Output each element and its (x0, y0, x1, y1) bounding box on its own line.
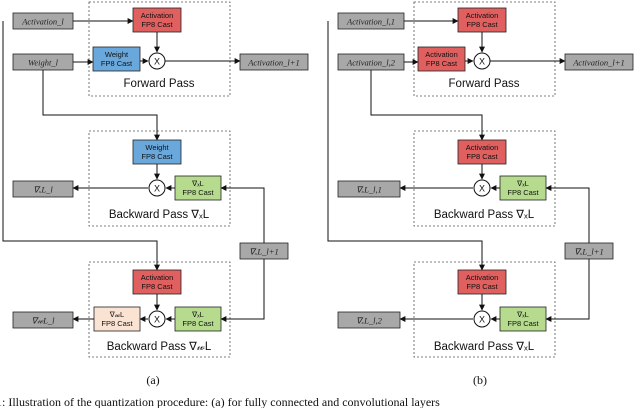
backward-x-box-b (413, 130, 556, 227)
forward-pass-title: Forward Pass (124, 78, 195, 90)
grad-x-output-label: ∇ₓL_l (33, 185, 53, 195)
weight-input-label: Weight_l (28, 58, 59, 68)
weight-fp8-cast-fwd (92, 46, 141, 72)
multiply-label-bwd2-b: X (479, 315, 485, 325)
activation-cast-bwd-w-line2: FP8 Cast (141, 282, 173, 291)
panel-a-connectors (2, 18, 265, 322)
grad-fp8-cast-bwd-x-b (499, 175, 547, 201)
grad-x2-output-label: ∇ₓL_l,2 (356, 316, 383, 326)
grad-cast-bottom-bwd2-b: FP8 Cast (507, 319, 539, 328)
activation-cast-bwd2-b-line1: Activation (466, 273, 499, 282)
activation-output-label: Activation_l+1 (247, 58, 300, 68)
activation-cast-bwd-w-line1: Activation (141, 273, 174, 282)
weight-cast-bwd-line1: Weight (145, 143, 169, 152)
activation-cast-bwd2-b-line2: FP8 Cast (466, 282, 498, 291)
grad-w-cast-bottom: FP8 Cast (101, 319, 133, 328)
backward-w-box (88, 261, 231, 358)
multiply-label-fwd: X (154, 57, 160, 67)
activation-cast-line1: Activation (141, 11, 174, 20)
multiply-label-bwd-w: X (154, 315, 160, 325)
forward-pass-box (88, 1, 231, 97)
grad-cast-top-bwd-x-b: ∇ₓL (516, 179, 529, 188)
multiply-node-bwd-x-b (473, 179, 491, 197)
multiply-node-bwd-x (148, 179, 166, 197)
weight-fp8-cast-bwd (132, 139, 182, 165)
grad-w-cast-top: ∇𝓌L (109, 310, 124, 319)
caption-a: (a) (146, 373, 159, 387)
figure-caption: 1: Illustration of the quantization proc… (0, 395, 440, 408)
activation-cast-bwd-b-line1: Activation (466, 143, 499, 152)
multiply-node-bwd2-b (473, 310, 491, 328)
activation-input-label: Activation_l (21, 17, 64, 27)
activation1-cast-line1: Activation (466, 11, 499, 20)
weight-cast-bwd-line2: FP8 Cast (141, 152, 173, 161)
activation2-input-label: Activation_l,2 (346, 58, 396, 68)
grad-cast-top-bwd2-b: ∇ₓL (516, 310, 529, 319)
activation-cast-bwd-b-line2: FP8 Cast (466, 152, 498, 161)
backward-w-title: Backward Pass ∇𝓌L (107, 341, 212, 353)
grad-in-label-b: ∇ₓL_l+1 (574, 247, 603, 257)
activation2-cast-line1: Activation (425, 50, 458, 59)
forward-pass-box-b (413, 1, 556, 97)
backward-x-title: Backward Pass ∇ₓL (109, 209, 210, 221)
activation1-fp8-cast-fwd (457, 7, 507, 33)
backward-x-box (88, 130, 231, 227)
multiply-label-bwd-x: X (154, 184, 160, 194)
grad-cast-bottom-bwd-x: FP8 Cast (182, 188, 214, 197)
backward-2-box-b (413, 261, 556, 358)
caption-b: (b) (473, 373, 487, 387)
activation-cast-line2: FP8 Cast (141, 20, 173, 29)
activation1-input-label: Activation_l,1 (346, 17, 395, 27)
forward-pass-title-b: Forward Pass (449, 78, 520, 90)
multiply-label-bwd-x-b: X (479, 184, 485, 194)
grad-cast-top-bwd-w: ∇ₓL (191, 310, 204, 319)
panel-b: Activation_l,1 Activation_l,2 Activation… (327, 1, 634, 387)
panel-b-connectors (327, 18, 590, 322)
backward-2-title-b: Backward Pass ∇ₓL (434, 341, 535, 353)
grad-w-output-label: ∇𝓌L_l (32, 316, 56, 326)
activation-fp8-cast-bwd-w (132, 269, 182, 295)
activation1-cast-line2: FP8 Cast (466, 20, 498, 29)
weight-cast-line1: Weight (105, 50, 129, 59)
backward-x-title-b: Backward Pass ∇ₓL (434, 209, 535, 221)
grad-in-label: ∇ₓL_l+1 (249, 247, 278, 257)
panel-a: Activation_l Weight_l Activation_l+1 ∇ₓL… (2, 1, 309, 387)
grad-x1-output-label: ∇ₓL_l,1 (356, 185, 382, 195)
grad-cast-top-bwd-x: ∇ₓL (191, 179, 204, 188)
grad-w-fp8-cast (93, 306, 141, 332)
grad-fp8-cast-bwd-x (174, 175, 222, 201)
multiply-node-bwd-w (148, 310, 166, 328)
grad-cast-bottom-bwd-x-b: FP8 Cast (507, 188, 539, 197)
activation2-cast-line2: FP8 Cast (426, 59, 458, 68)
weight-cast-line2: FP8 Cast (101, 59, 133, 68)
grad-cast-bottom-bwd-w: FP8 Cast (182, 319, 214, 328)
activation-output-label-b: Activation_l+1 (572, 58, 625, 68)
multiply-label-fwd-b: X (479, 57, 485, 67)
